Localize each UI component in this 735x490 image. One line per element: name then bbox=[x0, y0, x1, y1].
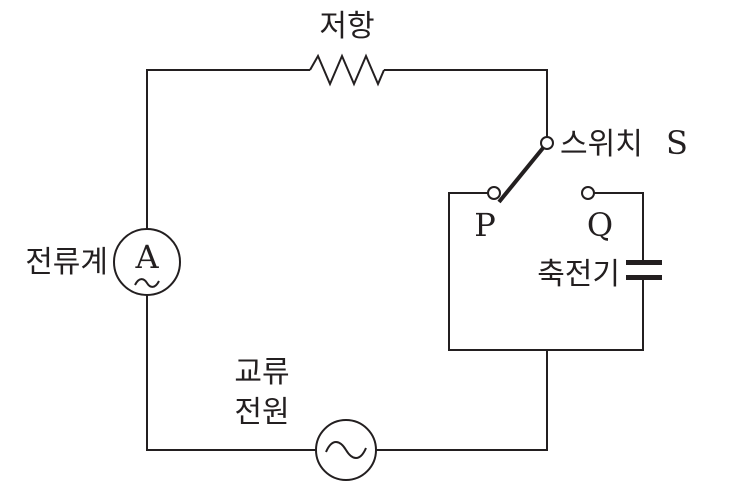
terminal-q bbox=[581, 186, 595, 200]
capacitor-plate-bottom bbox=[626, 275, 662, 280]
ammeter bbox=[113, 228, 181, 296]
ammeter-wave-icon bbox=[134, 278, 160, 288]
ac-source-label-line2: 전원 bbox=[234, 395, 289, 430]
terminal-p-label: P bbox=[474, 206, 496, 244]
terminal-p bbox=[487, 186, 501, 200]
capacitor-plate-top bbox=[626, 260, 662, 265]
switch-arm[interactable] bbox=[497, 146, 545, 204]
ac-wave-icon bbox=[325, 441, 367, 459]
ac-source-label-line1: 교류 bbox=[234, 355, 289, 390]
wire-bottom bbox=[146, 295, 548, 451]
switch-letter: S bbox=[666, 124, 688, 162]
wire-p-branch bbox=[448, 192, 644, 351]
ammeter-label: 전류계 bbox=[25, 245, 108, 280]
wire-q-branch bbox=[594, 192, 644, 264]
resistor-label: 저항 bbox=[319, 9, 374, 44]
resistor bbox=[309, 53, 385, 87]
ammeter-symbol: A bbox=[134, 238, 159, 276]
wire-top-left bbox=[146, 69, 310, 229]
ac-source bbox=[315, 419, 377, 481]
switch-pivot bbox=[540, 136, 554, 150]
wire-top-right bbox=[384, 69, 548, 137]
capacitor-label: 축전기 bbox=[537, 257, 620, 292]
switch-label: 스위치 bbox=[560, 127, 643, 162]
terminal-q-label: Q bbox=[587, 206, 613, 244]
